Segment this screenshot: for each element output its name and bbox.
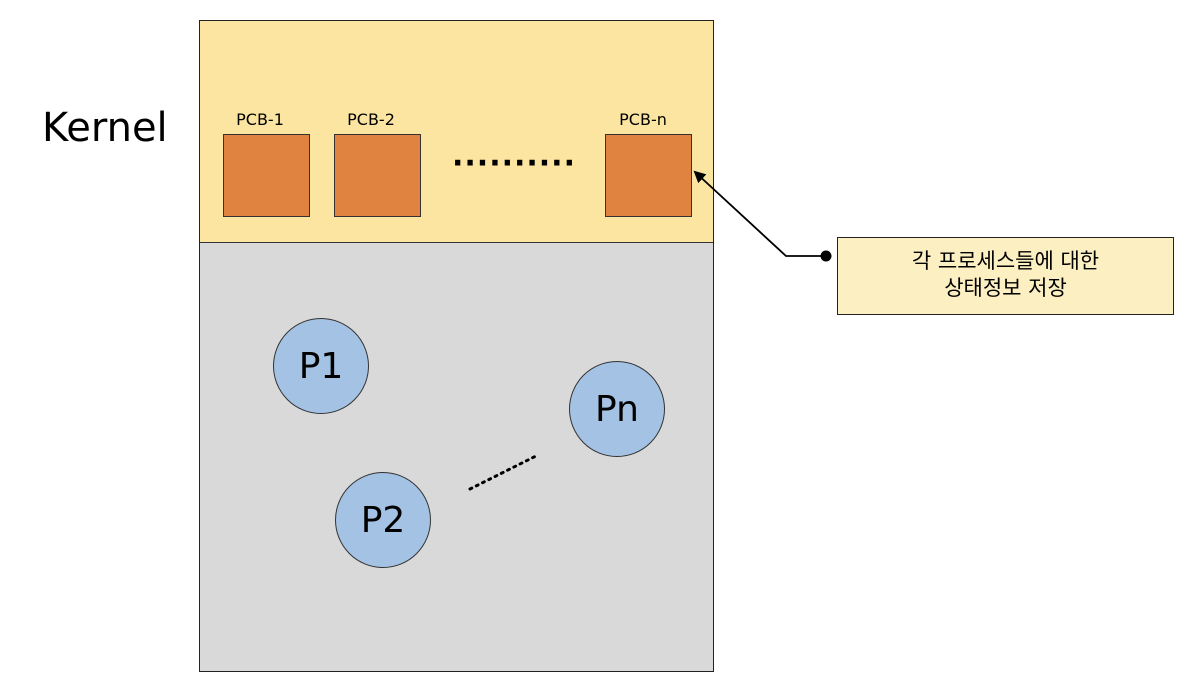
process-ellipsis-line — [468, 453, 540, 491]
callout-box: 각 프로세스들에 대한 상태정보 저장 — [837, 237, 1174, 315]
callout-line-2: 상태정보 저장 — [944, 276, 1067, 300]
pcb-n-label: PCB-n — [619, 110, 667, 129]
kernel-label: Kernel — [42, 105, 168, 151]
kernel-space: PCB-1 PCB-2 ·········· PCB-n — [200, 21, 713, 243]
pcb-2-label: PCB-2 — [347, 110, 395, 129]
pcb-1-block — [223, 134, 310, 217]
pcb-ellipsis: ·········· — [452, 146, 576, 181]
callout-anchor-dot — [820, 250, 832, 262]
user-space — [200, 243, 713, 671]
pcb-n-block — [605, 134, 692, 217]
callout-arrow — [693, 170, 824, 257]
process-p2: P2 — [335, 472, 431, 568]
pcb-1-label: PCB-1 — [236, 110, 284, 129]
process-pn: Pn — [569, 361, 665, 457]
memory-layout: PCB-1 PCB-2 ·········· PCB-n P1 P2 Pn — [199, 20, 714, 672]
callout-line-1: 각 프로세스들에 대한 — [911, 249, 1100, 273]
pcb-2-block — [334, 134, 421, 217]
process-p1: P1 — [273, 318, 369, 414]
